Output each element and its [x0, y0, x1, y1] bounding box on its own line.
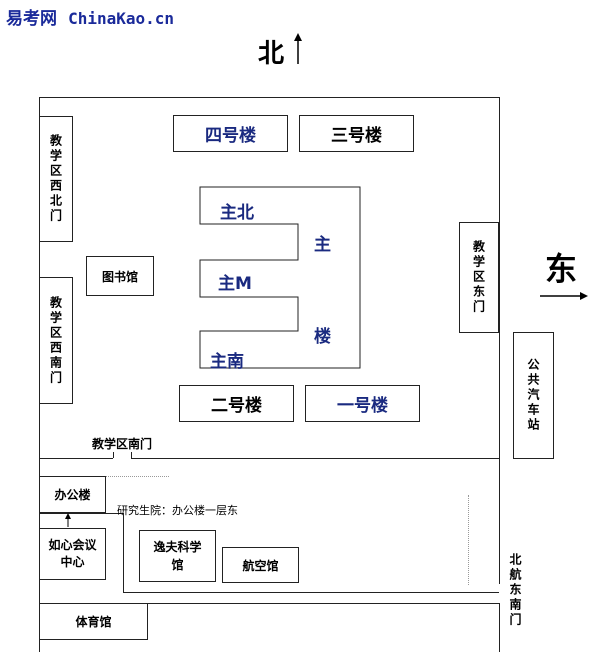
conference-center-label: 如心会议中心 — [48, 538, 97, 569]
road-line-2 — [123, 513, 124, 593]
east-label: 东 — [545, 250, 578, 288]
campus-north-border — [39, 97, 500, 98]
gate-post-right — [131, 452, 132, 458]
conference-center: 如心会议中心 — [39, 528, 106, 580]
east-arrow-icon — [540, 292, 588, 300]
building-4-label: 四号楼 — [205, 126, 256, 146]
east-gate: 教学区东门 — [459, 222, 499, 333]
south-gate-text: 教学区南门 — [92, 437, 153, 451]
yifu-science-hall-label: 逸夫科学馆 — [153, 540, 202, 572]
watermark: 易考网 ChinaKao.cn — [6, 4, 174, 29]
gymnasium-label: 体育馆 — [75, 615, 112, 629]
bus-stop-label: 公共汽车站 — [526, 358, 540, 433]
dotted-road-2 — [468, 495, 469, 585]
bus-stop: 公共汽车站 — [513, 332, 554, 459]
road-line-5 — [499, 603, 500, 652]
yifu-science-hall: 逸夫科学馆 — [139, 530, 216, 582]
office-building: 办公楼 — [39, 476, 106, 513]
east-gate-label: 教学区东门 — [471, 240, 486, 315]
main-m-label: 主M — [218, 274, 252, 294]
northwest-gate: 教学区西北门 — [39, 116, 73, 242]
main-south-label: 主南 — [210, 352, 244, 372]
watermark-en: ChinaKao.cn — [68, 9, 175, 28]
road-line-1 — [39, 513, 124, 514]
teaching-south-border-left — [39, 458, 113, 459]
building-3: 三号楼 — [299, 115, 414, 152]
beihang-southeast-gate: 北航东南门 — [507, 553, 524, 648]
gymnasium: 体育馆 — [39, 603, 148, 640]
main-lou-label: 楼 — [314, 327, 331, 347]
office-building-label: 办公楼 — [54, 488, 91, 502]
southwest-gate: 教学区西南门 — [39, 277, 73, 404]
beihang-southeast-gate-label: 北航东南门 — [508, 553, 522, 628]
campus-east-border — [499, 97, 500, 584]
northwest-gate-label: 教学区西北门 — [48, 134, 63, 224]
aviation-hall: 航空馆 — [222, 547, 299, 583]
aviation-hall-label: 航空馆 — [242, 558, 279, 573]
building-4: 四号楼 — [173, 115, 288, 152]
road-line-4 — [39, 603, 500, 604]
main-zhu-label: 主 — [314, 235, 331, 255]
south-gate-label: 教学区南门 — [92, 433, 152, 452]
graduate-school-note: 研究生院：办公楼一层东 — [117, 504, 238, 517]
road-line-3 — [123, 592, 499, 593]
teaching-south-border-right — [131, 458, 500, 459]
library: 图书馆 — [86, 256, 154, 296]
building-2-label: 二号楼 — [211, 396, 262, 416]
north-arrow-icon — [294, 33, 302, 64]
building-1: 一号楼 — [305, 385, 420, 422]
office-entrance-arrow-icon — [65, 513, 71, 527]
main-north-label: 主北 — [220, 203, 254, 223]
building-1-label: 一号楼 — [337, 396, 388, 416]
north-label: 北 — [258, 39, 285, 69]
gate-post-left — [113, 452, 114, 458]
building-3-label: 三号楼 — [331, 126, 382, 146]
watermark-cn: 易考网 — [6, 9, 57, 29]
building-2: 二号楼 — [179, 385, 294, 422]
southwest-gate-label: 教学区西南门 — [48, 295, 63, 386]
library-label: 图书馆 — [101, 269, 138, 284]
